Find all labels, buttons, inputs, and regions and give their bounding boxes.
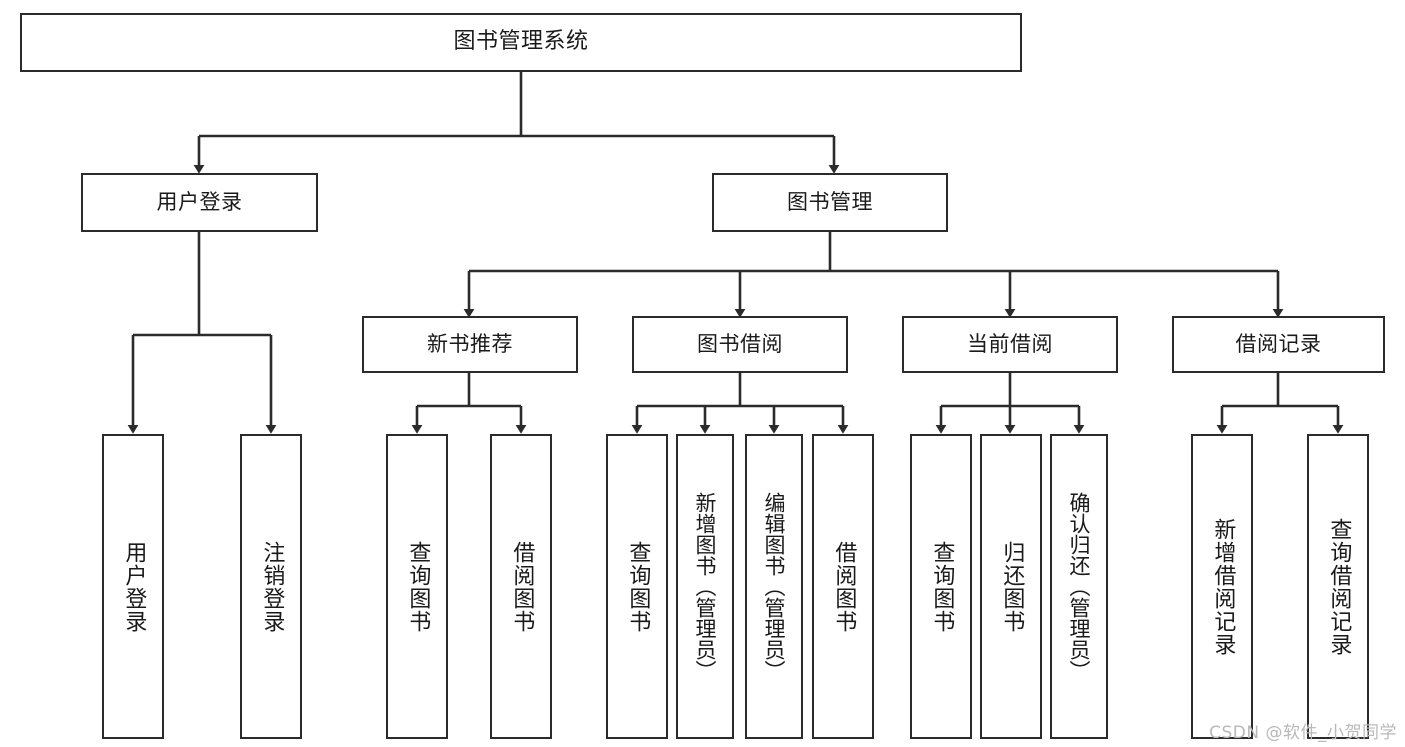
leaf-query-book-current[interactable]: 查询图书 — [910, 434, 972, 739]
node-label: 确认归还（管理员） — [1067, 492, 1092, 681]
node-user-login[interactable]: 用户登录 — [81, 173, 318, 232]
node-label: 图书管理系统 — [453, 29, 589, 55]
leaf-borrow-book[interactable]: 借阅图书 — [812, 434, 874, 739]
node-book-borrow[interactable]: 图书借阅 — [632, 316, 848, 373]
node-label: 新书推荐 — [427, 331, 513, 356]
node-label: 新增借阅记录 — [1210, 517, 1236, 656]
node-label: 查询图书 — [929, 540, 955, 633]
node-label: 借阅记录 — [1235, 331, 1322, 356]
node-current-borrow[interactable]: 当前借阅 — [902, 316, 1118, 373]
leaf-return-book[interactable]: 归还图书 — [980, 434, 1042, 739]
node-label: 借阅图书 — [831, 540, 857, 633]
node-label: 编辑图书（管理员） — [762, 492, 787, 681]
node-label: 查询图书 — [625, 540, 651, 633]
node-book-management-system[interactable]: 图书管理系统 — [20, 13, 1022, 72]
leaf-query-book-recommend[interactable]: 查询图书 — [386, 434, 448, 739]
leaf-query-borrow-record[interactable]: 查询借阅记录 — [1307, 434, 1369, 739]
node-label: 用户登录 — [156, 189, 243, 214]
node-label: 图书借阅 — [697, 331, 783, 356]
node-label: 新增图书（管理员） — [693, 492, 718, 681]
csdn-watermark: CSDN @软件_小贺同学 — [1209, 723, 1397, 743]
leaf-borrow-book-recommend[interactable]: 借阅图书 — [490, 434, 552, 739]
node-book-management[interactable]: 图书管理 — [712, 173, 948, 232]
node-label: 当前借阅 — [967, 331, 1053, 356]
node-borrow-record[interactable]: 借阅记录 — [1172, 316, 1385, 373]
node-label: 用户登录 — [121, 540, 147, 633]
leaf-user-login[interactable]: 用户登录 — [102, 434, 164, 739]
node-new-book-recommend[interactable]: 新书推荐 — [362, 316, 578, 373]
node-label: 注销登录 — [259, 540, 285, 633]
node-label: 图书管理 — [787, 189, 873, 214]
leaf-add-book-admin[interactable]: 新增图书（管理员） — [676, 434, 734, 739]
node-label: 归还图书 — [999, 540, 1025, 633]
leaf-logout-login[interactable]: 注销登录 — [240, 434, 302, 739]
node-label: 查询借阅记录 — [1326, 517, 1352, 656]
leaf-edit-book-admin[interactable]: 编辑图书（管理员） — [745, 434, 803, 739]
node-label: 查询图书 — [405, 540, 431, 633]
node-label: 借阅图书 — [509, 540, 535, 633]
leaf-confirm-return-admin[interactable]: 确认归还（管理员） — [1050, 434, 1108, 739]
leaf-add-borrow-record[interactable]: 新增借阅记录 — [1191, 434, 1253, 739]
leaf-query-book-borrow[interactable]: 查询图书 — [606, 434, 668, 739]
